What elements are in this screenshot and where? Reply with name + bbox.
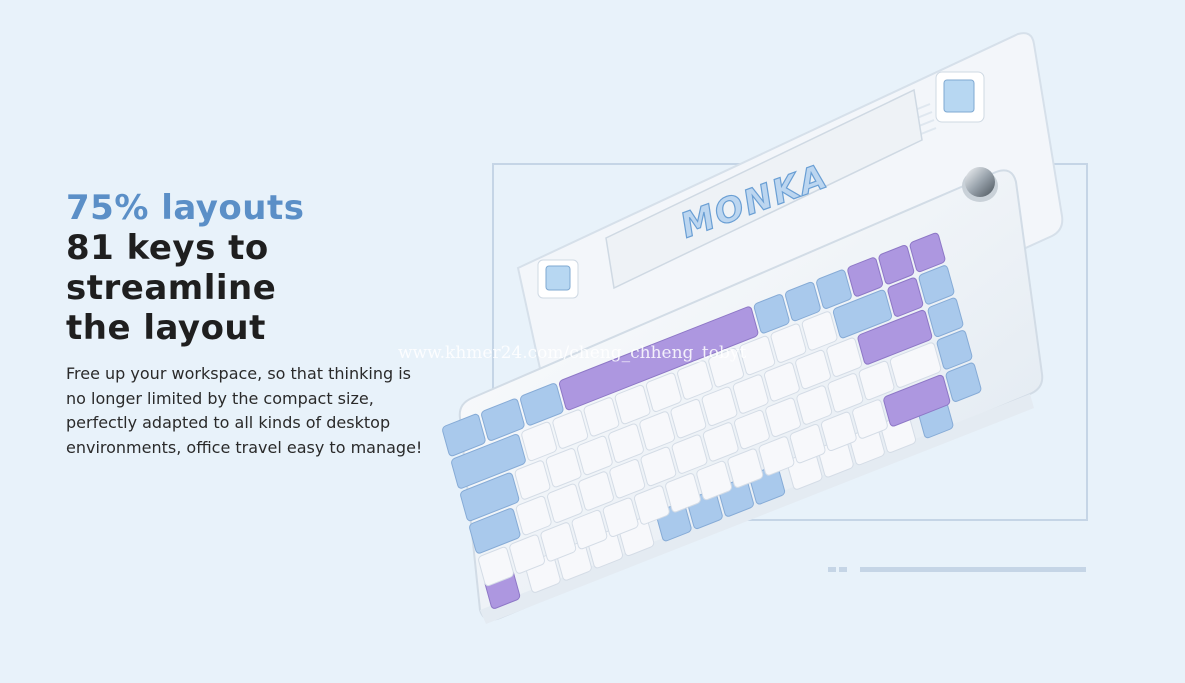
headline-line-1: 81 keys to streamline: [66, 228, 277, 308]
keycap: [645, 372, 682, 412]
keycap: [878, 245, 915, 285]
keycap: [795, 349, 831, 390]
keycap: [460, 472, 520, 522]
keycap: [758, 436, 795, 476]
keycap: [677, 360, 713, 400]
keyboard-case-edge: [480, 394, 1034, 624]
keycap: [609, 459, 646, 499]
headline-line-2: the layout: [66, 308, 266, 348]
keycap: [708, 348, 744, 388]
keycap: [702, 422, 739, 462]
keycap: [765, 397, 801, 438]
keycap: [734, 409, 770, 450]
keycap: [909, 232, 946, 273]
keycap: [696, 460, 733, 501]
keycap: [520, 383, 564, 426]
keycap: [796, 385, 833, 425]
keycap: [827, 373, 864, 413]
decorative-line: [860, 567, 1086, 572]
keycap: [552, 409, 589, 449]
keycap: [583, 397, 620, 437]
keycap: [764, 362, 800, 402]
keyboard-product-image: MONKA: [440, 20, 1080, 640]
keycap: [732, 374, 769, 414]
keycap: [608, 423, 644, 463]
keycap: [789, 423, 826, 464]
keycap: [640, 446, 677, 487]
keycap: [889, 342, 942, 388]
keycap: [927, 297, 964, 338]
volume-knob: [962, 167, 998, 202]
headline-accent: 75% layouts: [66, 188, 305, 228]
keycap: [701, 386, 738, 427]
keycap: [602, 497, 639, 537]
keycap: [515, 495, 552, 536]
keycap: [514, 460, 551, 500]
keycap: [945, 362, 982, 402]
keycap: [509, 534, 545, 574]
decorative-dots: [828, 567, 850, 572]
top-switch-left: [537, 259, 579, 299]
keycap: [801, 311, 838, 351]
keycap: [633, 485, 670, 525]
keycap: [883, 374, 951, 427]
keycap-grid: [442, 232, 982, 609]
description-line-2: no longer limited by the compact size,: [66, 388, 374, 408]
keycap: [442, 413, 486, 457]
description-line-4: environments, office travel easy to mana…: [66, 437, 423, 457]
watermark-text: www.khmer24.com/cheng_chheng_tobyt: [398, 343, 747, 363]
keycap: [639, 411, 676, 451]
keycap: [936, 330, 973, 370]
keycap: [670, 398, 707, 439]
description-line-3: perfectly adapted to all kinds of deskto…: [66, 413, 391, 432]
keycap: [727, 448, 764, 488]
keycap: [451, 434, 526, 489]
keycap: [577, 435, 613, 476]
keycap: [481, 398, 525, 441]
keycap: [770, 323, 807, 363]
keycap: [469, 508, 521, 554]
keycap: [578, 471, 614, 511]
keycap: [545, 448, 582, 488]
keycap: [547, 483, 583, 523]
keycap: [858, 360, 895, 401]
display-window: [605, 88, 923, 290]
keycap: [784, 281, 821, 322]
keycap: [847, 257, 884, 297]
keycap: [832, 289, 893, 339]
keycap: [614, 384, 651, 425]
keycap: [671, 434, 708, 474]
keycap: [852, 399, 888, 439]
keycap: [665, 473, 701, 513]
top-switch-right: [935, 71, 985, 123]
keycap: [887, 277, 924, 317]
feature-text-block: 75% layouts 81 keys to streamline the la…: [66, 188, 486, 460]
keycap: [739, 335, 776, 376]
keycap: [753, 294, 790, 334]
keycap: [816, 269, 852, 309]
feature-description: Free up your workspace, so that thinking…: [66, 362, 486, 460]
keycap: [540, 522, 577, 562]
keycap: [521, 421, 557, 462]
keycap: [857, 309, 933, 365]
keycap: [826, 337, 863, 377]
keycap: [820, 411, 857, 452]
keycap: [918, 265, 955, 305]
description-line-1: Free up your workspace, so that thinking…: [66, 364, 411, 383]
keycap: [559, 306, 759, 411]
keycap: [571, 509, 608, 550]
keycap: [478, 546, 514, 587]
